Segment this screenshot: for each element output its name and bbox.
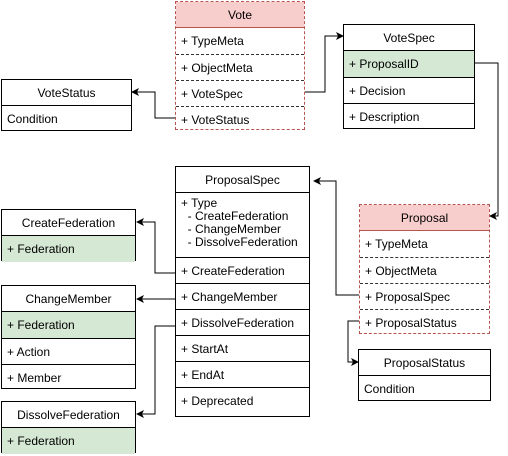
vote-title: Vote	[176, 2, 304, 28]
proposalspec-field-changemember: + ChangeMember	[176, 283, 309, 309]
vote-field-typemeta: + TypeMeta	[181, 34, 244, 48]
edge-spec-to-createfederation	[136, 218, 176, 274]
votespec-title: VoteSpec	[344, 25, 474, 51]
dissolvefederation-title: DissolveFederation	[2, 402, 135, 428]
edge-votespec-to-proposal	[475, 62, 499, 220]
vote-field-votestatus: + VoteStatus	[176, 106, 304, 132]
votestatus-title: VoteStatus	[2, 80, 131, 106]
proposalspec-field-startat: + StartAt	[176, 335, 309, 361]
proposal-title: Proposal	[360, 205, 489, 231]
votespec-class[interactable]: VoteSpec + ProposalID + Decision + Descr…	[343, 24, 475, 129]
proposalstatus-title: ProposalStatus	[359, 350, 490, 376]
proposal-field-proposalstatus: + ProposalStatus	[360, 309, 489, 335]
vote-class[interactable]: Vote + TypeMeta + ObjectMeta + VoteSpec …	[175, 1, 305, 130]
changemember-field-federation: + Federation	[2, 312, 135, 338]
changemember-field-member: + Member	[2, 364, 135, 390]
changemember-class[interactable]: ChangeMember + Federation + Action + Mem…	[1, 285, 136, 389]
dissolvefederation-class[interactable]: DissolveFederation + Federation	[1, 401, 136, 454]
proposalspec-type-block: + Type - CreateFederation - ChangeMember…	[181, 196, 298, 249]
edge-vote-to-votespec	[305, 32, 344, 93]
proposal-field-proposalspec: + ProposalSpec	[360, 283, 489, 309]
edge-spec-to-dissolvefederation	[136, 325, 176, 418]
createfederation-field-federation: + Federation	[2, 236, 135, 262]
proposalspec-field-deprecated: + Deprecated	[176, 387, 309, 413]
votespec-field-proposalid: + ProposalID	[344, 51, 474, 77]
proposalstatus-field-condition: Condition	[364, 382, 415, 396]
proposalspec-field-endat: + EndAt	[176, 361, 309, 387]
vote-field-objectmeta: + ObjectMeta	[176, 54, 304, 80]
votespec-field-decision: + Decision	[344, 77, 474, 103]
changemember-field-action: + Action	[2, 338, 135, 364]
createfederation-title: CreateFederation	[2, 210, 135, 236]
votestatus-field-condition: Condition	[7, 112, 58, 126]
proposalspec-field-dissolvefederation: + DissolveFederation	[176, 309, 309, 335]
changemember-title: ChangeMember	[2, 286, 135, 312]
vote-field-votespec: + VoteSpec	[176, 80, 304, 106]
proposalstatus-class[interactable]: ProposalStatus Condition	[358, 349, 491, 401]
proposalspec-title: ProposalSpec	[176, 167, 309, 193]
proposal-field-typemeta: + TypeMeta	[365, 237, 428, 251]
edge-proposal-to-proposalstatus	[347, 320, 359, 366]
dissolvefederation-field-federation: + Federation	[2, 428, 135, 454]
proposalspec-field-createfederation: + CreateFederation	[176, 257, 309, 283]
edge-vote-to-votestatus	[131, 88, 176, 119]
proposal-class[interactable]: Proposal + TypeMeta + ObjectMeta + Propo…	[359, 204, 490, 334]
votestatus-class[interactable]: VoteStatus Condition	[1, 79, 132, 131]
edge-proposal-to-proposalspec	[313, 177, 359, 296]
proposal-field-objectmeta: + ObjectMeta	[360, 257, 489, 283]
proposalspec-class[interactable]: ProposalSpec + Type - CreateFederation -…	[175, 166, 310, 417]
votespec-field-description: + Description	[344, 103, 474, 129]
createfederation-class[interactable]: CreateFederation + Federation	[1, 209, 136, 262]
